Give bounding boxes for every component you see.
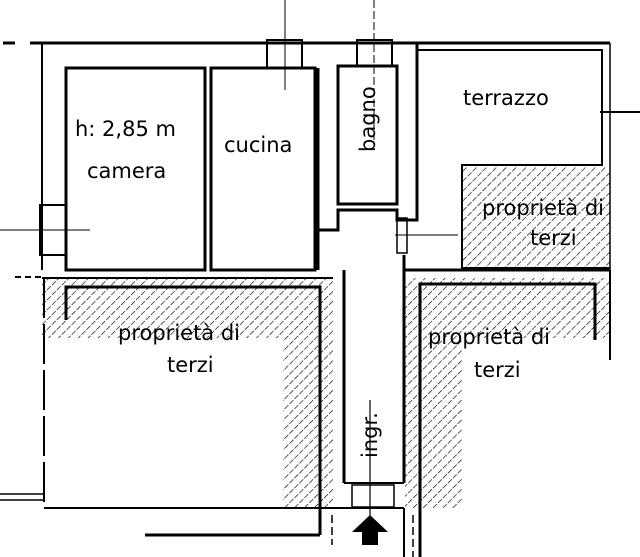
third-party-label-terrace-2: terzi bbox=[530, 226, 577, 250]
third-party-label-right-1: proprietà di bbox=[428, 325, 550, 349]
hatch-right bbox=[405, 278, 610, 508]
third-party-label-left-2: terzi bbox=[167, 353, 214, 377]
room-terrazzo bbox=[417, 49, 610, 269]
entrance-arrow-icon bbox=[352, 515, 388, 545]
room-camera bbox=[64, 66, 207, 272]
hatch-terrace bbox=[462, 167, 610, 267]
room-cucina bbox=[209, 66, 317, 272]
third-party-label-left-1: proprietà di bbox=[118, 321, 240, 345]
room-label-bagno: bagno bbox=[356, 86, 380, 152]
room-label-camera: camera bbox=[87, 159, 166, 183]
ceiling-height-label: h: 2,85 m bbox=[75, 117, 176, 141]
room-bagno bbox=[336, 64, 399, 206]
room-label-terrazzo: terrazzo bbox=[463, 86, 549, 110]
third-party-hatching bbox=[42, 167, 610, 508]
hatch-left bbox=[42, 278, 333, 508]
third-party-label-terrace-1: proprietà di bbox=[482, 196, 604, 220]
room-label-cucina: cucina bbox=[224, 133, 292, 157]
room-label-ingresso: ingr. bbox=[358, 412, 382, 458]
entrance-door bbox=[351, 484, 395, 508]
third-party-label-right-2: terzi bbox=[474, 358, 521, 382]
